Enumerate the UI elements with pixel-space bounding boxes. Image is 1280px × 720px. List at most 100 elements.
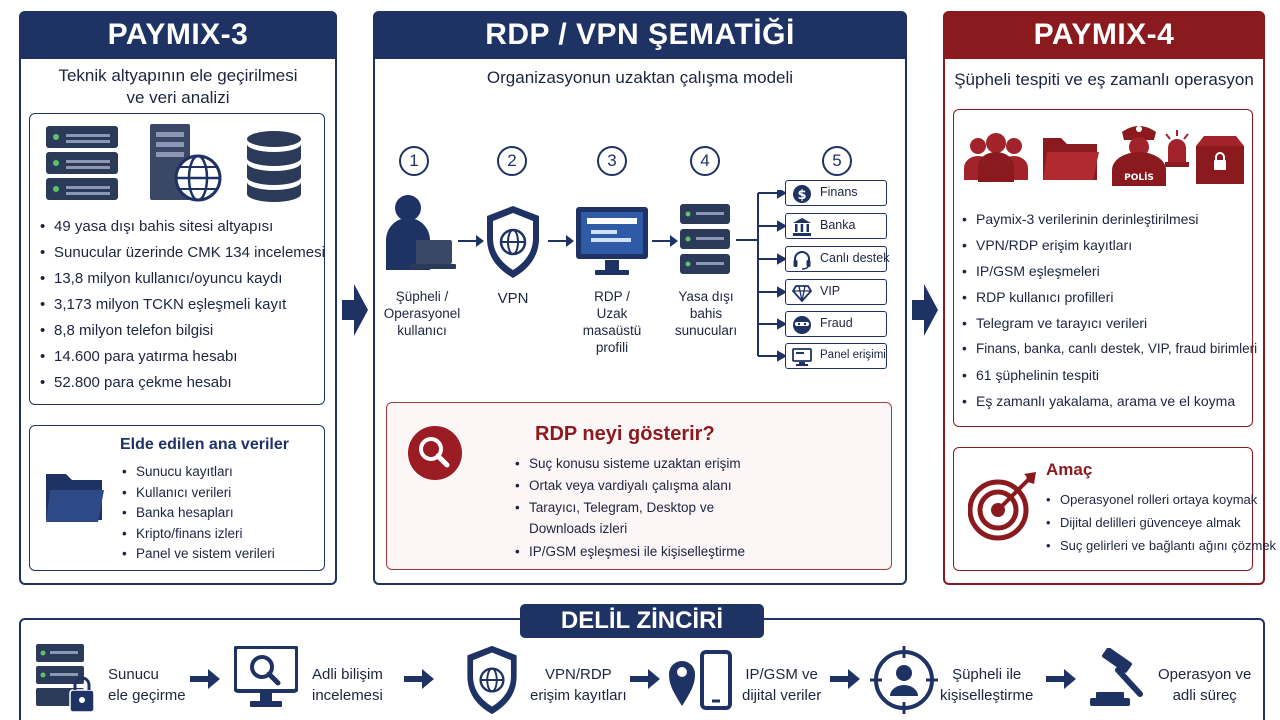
forensic-monitor-icon [234, 646, 298, 707]
group-users-icon [964, 133, 1028, 182]
list-item: RDP kullanıcı profilleri [962, 284, 1257, 310]
branch-connector [736, 190, 786, 362]
step4-label: Yasa dışı bahis sunucuları [674, 289, 738, 338]
list-item: Finans, banka, canlı destek, VIP, fraud … [962, 336, 1257, 362]
police-label: POLİS [1124, 172, 1154, 183]
paymix3-panel: PAYMIX-3 Teknik altyapının ele geçirilme… [19, 11, 337, 585]
diamond-icon [792, 285, 812, 303]
goal-box: Amaç Operasyonel rolleri ortaya koymak D… [953, 447, 1276, 571]
chain-step-label: Adli bilişim incelemesi [312, 666, 383, 704]
betting-server-icon [680, 204, 730, 274]
goal-title: Amaç [1046, 460, 1093, 479]
step1-label: Şüpheli / Operasyonel kullanıcı [383, 289, 461, 338]
web-server-globe-icon [150, 124, 222, 202]
paymix3-data-box: Elde edilen ana veriler Sunucu kayıtları… [29, 425, 325, 571]
evidence-box-icon [1196, 136, 1244, 184]
goal-list: Operasyonel rolleri ortaya koymak Dijita… [1046, 488, 1276, 557]
arrow-right-icon [548, 235, 574, 247]
rdp-info-title: RDP neyi gösterir? [535, 423, 715, 445]
unit-vip: VIP [785, 279, 887, 305]
magnifier-icon [408, 426, 462, 480]
step-number: 2 [497, 146, 527, 176]
list-item: Dijital delilleri güvenceye almak [1046, 511, 1276, 534]
arrow-right-icon [830, 669, 860, 689]
list-item: 52.800 para çekme hesabı [40, 370, 325, 396]
list-item: Eş zamanlı yakalama, arama ve el koyma [962, 388, 1257, 414]
rdp-info-list: Suç konusu sisteme uzaktan erişim Ortak … [515, 453, 745, 565]
list-item: IP/GSM eşleşmeleri [962, 258, 1257, 284]
list-item: Operasyonel rolleri ortaya koymak [1046, 488, 1276, 511]
list-item: Suç konusu sisteme uzaktan erişim [515, 453, 745, 475]
unit-fraud: Fraud [785, 311, 887, 337]
step3-label: RDP / Uzak masaüstü profili [582, 289, 642, 355]
vpn-shield-icon [487, 206, 539, 278]
list-item: Tarayıcı, Telegram, Desktop ve [515, 497, 745, 519]
user-laptop-icon [386, 195, 456, 270]
unit-finans: $ Finans [785, 180, 887, 206]
database-icon [247, 131, 301, 202]
list-item: 14.600 para yatırma hesabı [40, 344, 325, 370]
arrow-right-icon [630, 669, 660, 689]
list-item: Banka hesapları [122, 503, 275, 524]
headset-icon [793, 251, 811, 270]
list-item: 3,173 milyon TCKN eşleşmeli kayıt [40, 292, 325, 318]
chain-step-label: VPN/RDP erişim kayıtları [530, 666, 627, 704]
step2-label: VPN [497, 290, 529, 307]
list-item: IP/GSM eşleşmesi ile kişiselleştirme [515, 539, 745, 565]
step-number: 5 [822, 146, 852, 176]
unit-banka: Banka [785, 213, 887, 239]
chain-step-label: Şüpheli ile kişiselleştirme [940, 666, 1034, 704]
gavel-icon [1090, 648, 1143, 706]
masked-person-icon [793, 316, 811, 334]
paymix4-items-list: Paymix-3 verilerinin derinleştirilmesi V… [962, 206, 1257, 414]
paymix3-title: PAYMIX-3 [19, 11, 337, 59]
list-item: Kripto/finans izleri [122, 524, 275, 545]
server-lock-icon [36, 644, 95, 713]
target-icon [968, 472, 1036, 541]
list-item: 13,8 milyon kullanıcı/oyuncu kaydı [40, 266, 325, 292]
list-item: Suç gelirleri ve bağlantı ağını çözmek [1046, 534, 1276, 557]
folder-icon [1043, 138, 1099, 180]
chain-step-label: Sunucu ele geçirme [108, 666, 186, 704]
chain-step-label: Operasyon ve adli süreç [1158, 666, 1252, 704]
arrow-right-icon [190, 669, 220, 689]
evidence-chain-title: DELİL ZİNCİRİ [520, 604, 764, 638]
list-item: Telegram ve tarayıcı verileri [962, 310, 1257, 336]
data-box-title: Elde edilen ana veriler [120, 436, 289, 453]
data-items-list: Sunucu kayıtları Kullanıcı verileri Bank… [122, 462, 275, 565]
server-rack-icon [46, 126, 118, 200]
list-item: Sunucular üzerinde CMK 134 incelemesi [40, 240, 325, 266]
step-number: 4 [690, 146, 720, 176]
paymix4-subtitle: Şüpheli tespiti ve eş zamanlı operasyon [954, 70, 1254, 89]
list-item: 8,8 milyon telefon bilgisi [40, 318, 325, 344]
vpn-shield-icon [467, 645, 517, 715]
paymix4-items-box: POLİS Paymix-3 verilerinin derinleştiril… [953, 109, 1257, 427]
unit-canli-destek: Canlı destek [785, 246, 889, 272]
siren-icon [1165, 130, 1189, 167]
list-item: Panel ve sistem verileri [122, 544, 275, 565]
arrow-right-icon [1046, 669, 1076, 689]
monitor-icon [792, 348, 812, 366]
location-phone-icon [669, 650, 732, 710]
list-item: 49 yasa dışı bahis sitesi altyapısı [40, 214, 325, 240]
paymix4-panel: PAYMIX-4 Şüpheli tespiti ve eş zamanlı o… [943, 11, 1276, 585]
dollar-icon: $ [793, 185, 811, 203]
folder-icon [46, 474, 104, 522]
arrow-right-icon [404, 669, 434, 689]
arrow-right-icon [458, 235, 484, 247]
list-item: Paymix-3 verilerinin derinleştirilmesi [962, 206, 1257, 232]
svg-text:$: $ [797, 188, 806, 203]
bank-icon [793, 218, 811, 236]
step-number: 1 [399, 146, 429, 176]
rdp-title: RDP / VPN ŞEMATİĞİ [373, 11, 907, 59]
step-number: 3 [597, 146, 627, 176]
paymix3-subtitle: Teknik altyapının ele geçirilmesi ve ver… [58, 66, 298, 107]
unit-panel-erisimi: Panel erişimi [785, 343, 887, 369]
arrow-right-icon [652, 235, 678, 247]
list-item-continuation: Downloads izleri [529, 521, 628, 536]
rdp-subtitle: Organizasyonun uzaktan çalışma modeli [486, 68, 794, 87]
list-item: 61 şüphelinin tespiti [962, 362, 1257, 388]
list-item: Kullanıcı verileri [122, 483, 275, 504]
paymix3-stats-list: 49 yasa dışı bahis sitesi altyapısı Sunu… [40, 214, 325, 396]
arrow-right-icon [912, 284, 938, 336]
